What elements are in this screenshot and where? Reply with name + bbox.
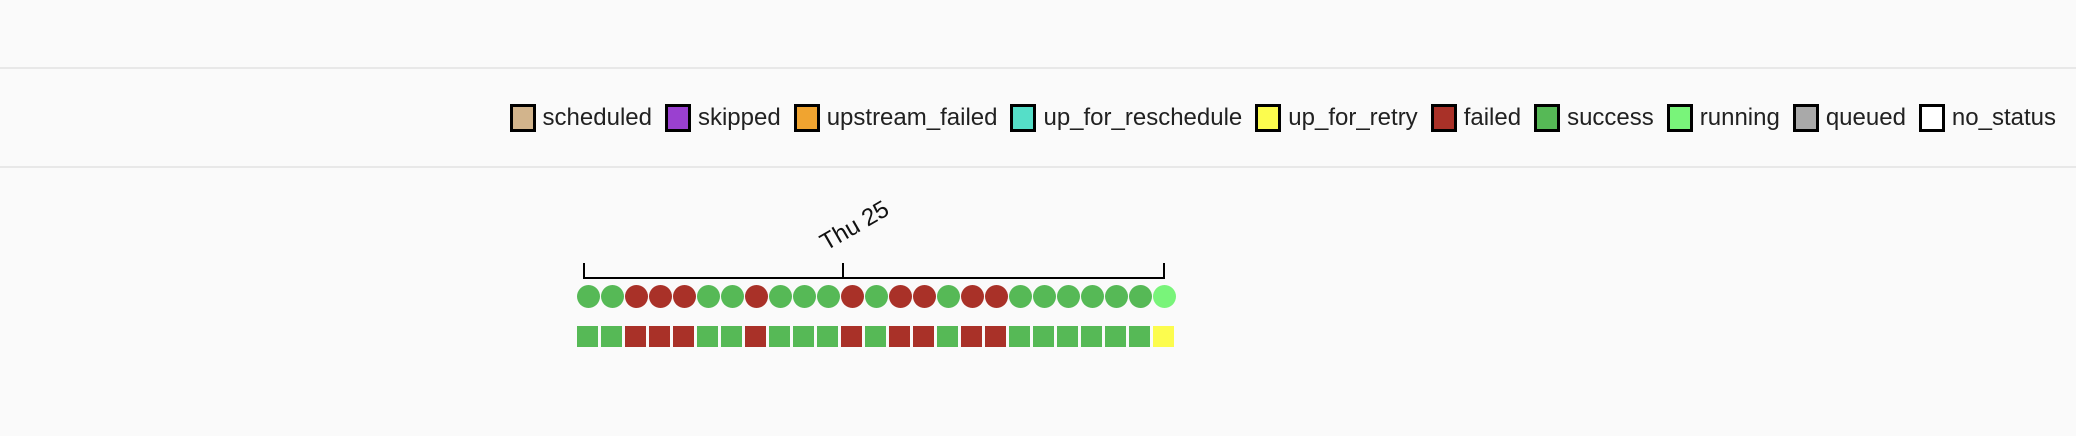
- task-instance-square-success[interactable]: [697, 326, 718, 347]
- success-swatch-icon: [1534, 103, 1561, 132]
- up_for_retry-swatch-icon: [1255, 103, 1282, 132]
- axis-date-label: Thu 25: [815, 195, 894, 257]
- dag-run-circle-success[interactable]: [793, 285, 816, 308]
- task-instance-square-success[interactable]: [1081, 326, 1102, 347]
- legend-label: upstream_failed: [826, 103, 998, 131]
- dag-run-circle-failed[interactable]: [625, 285, 648, 308]
- legend-item-failed: failed: [1430, 103, 1522, 132]
- dag-run-circle-success[interactable]: [1129, 285, 1152, 308]
- dag-run-circle-success[interactable]: [577, 285, 600, 308]
- task-instance-square-success[interactable]: [769, 326, 790, 347]
- date-axis-line: [583, 277, 1165, 279]
- axis-tick-thu-25: [842, 263, 844, 279]
- dag-run-circle-failed[interactable]: [889, 285, 912, 308]
- task-instance-square-success[interactable]: [817, 326, 838, 347]
- legend-item-scheduled: scheduled: [509, 103, 652, 132]
- tree-view-chart: Thu 25: [0, 168, 2076, 434]
- upstream_failed-swatch-icon: [793, 103, 820, 132]
- legend-label: success: [1567, 103, 1654, 131]
- dag-run-circle-failed[interactable]: [745, 285, 768, 308]
- task-instance-square-success[interactable]: [601, 326, 622, 347]
- task-instance-square-success[interactable]: [865, 326, 886, 347]
- queued-swatch-icon: [1792, 103, 1819, 132]
- dag-run-circle-success[interactable]: [1033, 285, 1056, 308]
- legend-item-up_for_retry: up_for_retry: [1255, 103, 1418, 132]
- dag-run-circle-success[interactable]: [697, 285, 720, 308]
- task-instances-row: [577, 326, 1174, 347]
- axis-tick-end: [1163, 263, 1165, 279]
- dag-run-circle-failed[interactable]: [985, 285, 1008, 308]
- skipped-swatch-icon: [664, 103, 691, 132]
- legend-item-no_status: no_status: [1918, 103, 2056, 132]
- dag-run-circle-failed[interactable]: [649, 285, 672, 308]
- top-bar: [0, 0, 2076, 69]
- dag-runs-row: [577, 285, 1176, 308]
- task-instance-square-success[interactable]: [1057, 326, 1078, 347]
- dag-run-circle-failed[interactable]: [841, 285, 864, 308]
- running-swatch-icon: [1666, 103, 1693, 132]
- task-instance-square-failed[interactable]: [673, 326, 694, 347]
- no_status-swatch-icon: [1918, 103, 1945, 132]
- task-instance-square-failed[interactable]: [985, 326, 1006, 347]
- dag-run-circle-success[interactable]: [601, 285, 624, 308]
- dag-run-circle-failed[interactable]: [913, 285, 936, 308]
- legend-item-running: running: [1666, 103, 1780, 132]
- task-instance-square-success[interactable]: [721, 326, 742, 347]
- scheduled-swatch-icon: [509, 103, 536, 132]
- legend-label: up_for_reschedule: [1043, 103, 1243, 131]
- task-instance-square-failed[interactable]: [961, 326, 982, 347]
- dag-run-circle-success[interactable]: [721, 285, 744, 308]
- legend-item-skipped: skipped: [664, 103, 781, 132]
- task-instance-square-success[interactable]: [577, 326, 598, 347]
- dag-run-circle-running[interactable]: [1153, 285, 1176, 308]
- legend-label: scheduled: [542, 103, 652, 131]
- dag-run-circle-success[interactable]: [769, 285, 792, 308]
- dag-run-circle-success[interactable]: [817, 285, 840, 308]
- dag-run-circle-success[interactable]: [1057, 285, 1080, 308]
- legend-item-upstream_failed: upstream_failed: [793, 103, 998, 132]
- task-instance-square-failed[interactable]: [745, 326, 766, 347]
- task-instance-square-failed[interactable]: [841, 326, 862, 347]
- legend-label: no_status: [1951, 103, 2056, 131]
- dag-run-circle-success[interactable]: [1081, 285, 1104, 308]
- legend-label: running: [1699, 103, 1780, 131]
- task-instance-square-failed[interactable]: [889, 326, 910, 347]
- task-instance-square-success[interactable]: [1129, 326, 1150, 347]
- task-instance-square-failed[interactable]: [913, 326, 934, 347]
- axis-tick-start: [583, 263, 585, 279]
- task-instance-square-success[interactable]: [793, 326, 814, 347]
- up_for_reschedule-swatch-icon: [1010, 103, 1037, 132]
- legend-item-queued: queued: [1792, 103, 1906, 132]
- legend-item-success: success: [1534, 103, 1654, 132]
- failed-swatch-icon: [1430, 103, 1457, 132]
- legend-item-up_for_reschedule: up_for_reschedule: [1010, 103, 1243, 132]
- task-instance-square-failed[interactable]: [625, 326, 646, 347]
- task-instance-square-up_for_retry[interactable]: [1153, 326, 1174, 347]
- task-instance-square-success[interactable]: [1105, 326, 1126, 347]
- legend-label: skipped: [697, 103, 781, 131]
- task-instance-square-failed[interactable]: [649, 326, 670, 347]
- dag-run-circle-failed[interactable]: [673, 285, 696, 308]
- legend-label: queued: [1825, 103, 1906, 131]
- task-instance-square-success[interactable]: [1033, 326, 1054, 347]
- dag-run-circle-success[interactable]: [1009, 285, 1032, 308]
- task-instance-square-success[interactable]: [937, 326, 958, 347]
- legend-label: up_for_retry: [1288, 103, 1418, 131]
- task-instance-square-success[interactable]: [1009, 326, 1030, 347]
- dag-run-circle-success[interactable]: [1105, 285, 1128, 308]
- dag-run-circle-failed[interactable]: [961, 285, 984, 308]
- dag-run-circle-success[interactable]: [937, 285, 960, 308]
- dag-run-circle-success[interactable]: [865, 285, 888, 308]
- status-legend: scheduled skipped upstream_failed up_for_re…: [0, 69, 2076, 168]
- legend-label: failed: [1463, 103, 1522, 131]
